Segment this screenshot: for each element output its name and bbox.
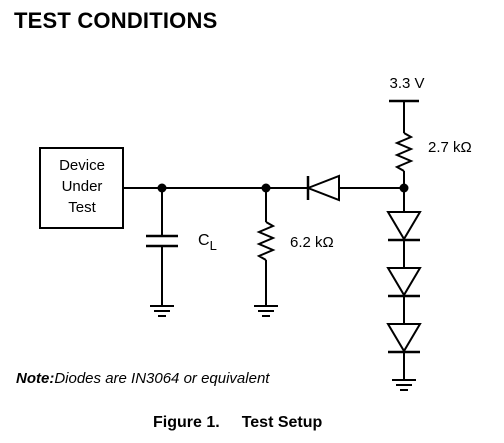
note-label: Note: xyxy=(16,370,55,387)
load-resistor-label: 6.2 kΩ xyxy=(290,234,334,251)
page-title: TEST CONDITIONS xyxy=(14,8,218,33)
string-diode-3 xyxy=(386,323,422,354)
capacitor-label: CL xyxy=(198,232,217,253)
note-text: Diodes are IN3064 or equivalent xyxy=(54,370,270,387)
series-diode xyxy=(305,174,340,202)
ground-icon xyxy=(254,305,278,317)
figure-number: Figure 1. xyxy=(153,414,220,431)
ground-icon xyxy=(392,379,416,391)
figure-title: Test Setup xyxy=(241,414,323,431)
diagram-note: Note:Diodes are IN3064 or equivalent xyxy=(16,370,269,387)
supply-label: 3.3 V xyxy=(389,75,424,92)
figure-caption: Figure 1. Test Setup xyxy=(153,414,322,432)
ground-icon xyxy=(150,305,174,317)
pullup-resistor-label: 2.7 kΩ xyxy=(428,139,472,156)
string-diode-1 xyxy=(386,211,422,242)
dut-label-line-1: Device xyxy=(59,157,105,174)
string-diode-2 xyxy=(386,267,422,298)
load-resistor xyxy=(256,221,276,261)
dut-label-line-2: Under xyxy=(62,178,103,195)
pullup-resistor xyxy=(394,132,414,172)
dut-label-line-3: Test xyxy=(68,199,96,216)
